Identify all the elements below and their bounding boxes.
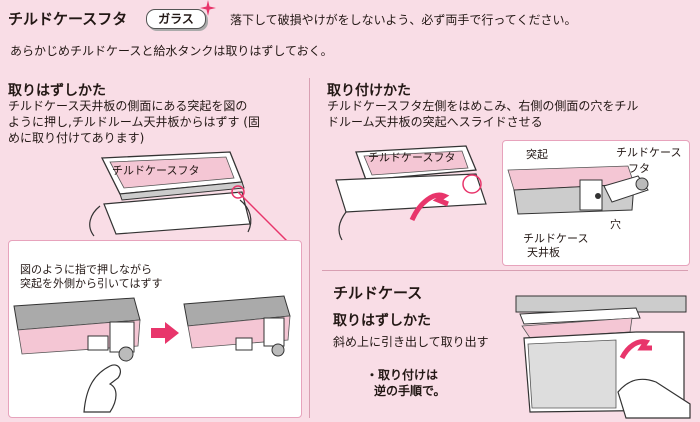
warning-text: 落下して破損やけがをしないよう、必ず両手で行ってください。 xyxy=(230,13,577,27)
case-subtitle: 取りはずしかた xyxy=(333,313,431,329)
remove-title: 取りはずしかた xyxy=(8,83,106,99)
ceiling-label-2: 天井板 xyxy=(527,246,560,259)
detail-after-illustration xyxy=(183,295,291,357)
case-desc: 斜め上に引き出して取り出す xyxy=(333,335,489,349)
attach-detail-illustration xyxy=(507,165,649,215)
page-title: チルドケースフタ xyxy=(8,10,128,28)
section-divider xyxy=(322,270,688,271)
glass-badge-label: ガラス xyxy=(146,9,206,29)
hole-label: 穴 xyxy=(610,218,621,231)
spark-icon xyxy=(200,0,216,16)
ceiling-label-1: チルドケース xyxy=(523,232,589,245)
case-note-1: ・取り付けは xyxy=(366,368,439,382)
case-note-2: 逆の手順で。 xyxy=(374,384,446,398)
right-arrow-icon xyxy=(151,322,179,344)
remove-desc-3: めに取り付けてあります) xyxy=(8,131,145,145)
glass-badge: ガラス xyxy=(136,0,216,32)
remove-desc-2: ように押し,チルドルーム天井板からはずす (固 xyxy=(8,115,260,129)
protrusion-label: 突起 xyxy=(526,148,548,161)
remove-illustration xyxy=(89,151,252,237)
remove-desc-1: チルドケース天井板の側面にある突起を図の xyxy=(8,99,248,113)
column-divider xyxy=(309,78,310,418)
detail-before-illustration xyxy=(13,297,141,413)
attach-cover-label: チルドケースフタ xyxy=(368,151,456,164)
prep-note: あらかじめチルドケースと給水タンクは取りはずしておく。 xyxy=(10,44,333,58)
attach-title: 取り付けかた xyxy=(327,83,411,99)
case-illustration xyxy=(515,295,691,419)
attach-desc-1: チルドケースフタ左側をはめこみ、右側の側面の穴をチル xyxy=(327,99,639,113)
panel-instruction-1: 図のように指で押しながら xyxy=(20,263,152,276)
attach-desc-2: ドルーム天井板の突起へスライドさせる xyxy=(327,115,543,129)
remove-cover-label: チルドケースフタ xyxy=(112,164,200,177)
panel-instruction-2: 突起を外側から引いてはずす xyxy=(20,277,163,290)
attach-illustration xyxy=(335,145,487,241)
cover-label-1: チルドケース xyxy=(616,146,682,159)
connector-line xyxy=(237,191,293,247)
case-title: チルドケース xyxy=(333,284,423,302)
cover-label-2: フタ xyxy=(628,162,650,175)
